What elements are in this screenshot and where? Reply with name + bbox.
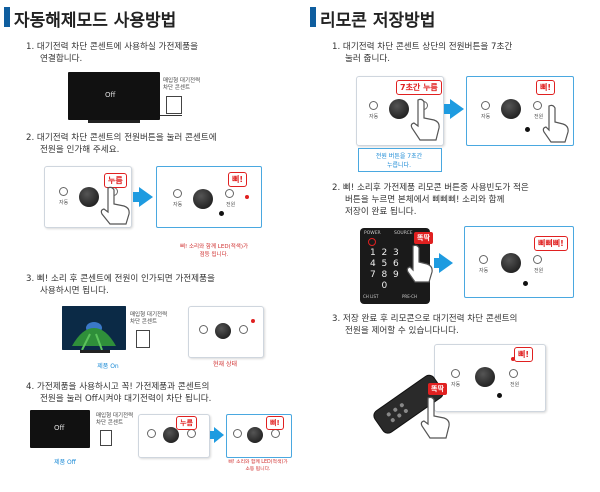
right-step2-arrow xyxy=(439,253,453,273)
right-step2-beep-bubble: 삐삐삐! xyxy=(534,236,568,251)
step2-beep-bubble: 삐! xyxy=(228,172,248,187)
right-step1-beep-bubble: 삐! xyxy=(536,80,556,95)
tv-step1 xyxy=(68,72,160,120)
step3-state-caption: 현재 상태 xyxy=(213,361,237,368)
step3-product-caption: 제품 On xyxy=(97,363,119,370)
right-step3-line2: 전원을 제어할 수 있습니다니다. xyxy=(345,326,459,336)
step4-press-bubble: 누름 xyxy=(176,416,197,430)
step4-outlet-label-2: 차단 콘센트 xyxy=(96,420,124,426)
step4-caption-1: 삐! 소리와 함께 LED(적색)가 xyxy=(228,460,288,465)
step4-outlet xyxy=(100,430,112,446)
right-step1-press-bubble: 7초간 누름 xyxy=(396,80,442,95)
step3-panel xyxy=(188,306,264,358)
right-step2-line3: 저장이 완료 됩니다. xyxy=(345,207,417,217)
step4-panel-a xyxy=(138,414,210,458)
right-step2-hand-icon xyxy=(406,244,433,283)
tv-step1-text: Off xyxy=(105,91,116,99)
right-step1-caption-box xyxy=(358,148,442,172)
left-step3-line2: 사용하시면 됩니다. xyxy=(40,286,109,296)
step1-outlet-label-1: 매입형 대기전력 xyxy=(163,78,201,84)
right-step2-line2: 버튼을 누르면 본체에서 삐삐삐! 소리와 함께 xyxy=(345,195,505,205)
step1-cord xyxy=(160,115,182,116)
tv-step3 xyxy=(62,306,126,350)
right-step3-beep-bubble: 삐! xyxy=(514,347,534,362)
step4-arrow-tail xyxy=(210,431,214,439)
left-step3-line1: 3. 삐! 소리 후 콘센트에 전원이 인가되면 가전제품을 xyxy=(26,274,215,284)
step4-product-caption: 제품 Off xyxy=(54,459,76,466)
step4-caption-2: 소등 됩니다. xyxy=(245,467,271,472)
step2-arrow-tail xyxy=(133,192,139,202)
tv-step4 xyxy=(30,410,90,448)
right-title: 리모콘 저장방법 xyxy=(320,11,436,31)
right-step2-click-bubble: 똑딱 xyxy=(414,232,433,244)
left-step2-line1: 2. 대기전력 차단 콘센트의 전원버튼을 눌러 콘센트에 xyxy=(26,133,217,143)
step2-arrow xyxy=(139,187,153,207)
step2-press-bubble: 누름 xyxy=(104,173,127,188)
step1-outlet-label-2: 차단 콘센트 xyxy=(163,85,191,91)
remote-power-icon xyxy=(368,238,376,246)
right-step2-line1: 2. 삐! 소리후 가전제품 리모콘 버튼중 사용빈도가 적은 xyxy=(332,183,529,193)
right-step1-line2: 눌러 줍니다. xyxy=(345,54,390,64)
tv-step4-text: Off xyxy=(54,424,65,432)
right-step3-hand-icon xyxy=(420,396,450,439)
plant-image-icon xyxy=(62,306,126,350)
right-step1-arrow xyxy=(450,99,464,119)
left-title-bar xyxy=(4,7,10,27)
right-step1-hand2-icon xyxy=(542,104,569,143)
left-step2-line2: 전원을 인가해 주세요. xyxy=(40,145,120,155)
step3-outlet-label-1: 매입형 대기전력 xyxy=(130,312,168,318)
step2-caption-1: 삐! 소리와 함께 LED(적색)가 xyxy=(179,244,249,250)
step3-outlet xyxy=(136,330,150,348)
step4-arrow xyxy=(214,427,224,443)
left-step4-line1: 4. 가전제품을 사용하시고 꼭! 가전제품과 콘센트의 xyxy=(26,382,210,392)
left-title: 자동해제모드 사용방법 xyxy=(14,11,177,31)
hand-press-icon xyxy=(100,186,130,225)
tv-step1-stand xyxy=(88,120,140,123)
right-step2-arrow-tail xyxy=(434,258,439,268)
right-step1-hand-icon xyxy=(410,98,440,141)
right-step1-caption-1: 전원 버튼을 7초간 xyxy=(375,153,423,160)
left-step4-line2: 전원을 눌러 Off시켜야 대기전력이 차단 됩니다. xyxy=(40,394,212,404)
right-step1-arrow-tail xyxy=(444,104,450,114)
right-step1-caption-2: 누릅니다. xyxy=(387,162,411,169)
tv-step3-stand xyxy=(80,350,110,353)
step1-outlet xyxy=(166,96,182,114)
step4-outlet-label-1: 매입형 대기전력 xyxy=(96,413,134,419)
right-step3-line1: 3. 저장 완료 후 리모콘으로 대기전력 차단 콘센트의 xyxy=(332,314,518,324)
step2-caption-2: 점등 됩니다. xyxy=(199,252,229,258)
left-step1-line1: 1. 대기전력 차단 콘센트에 사용하실 가전제품을 xyxy=(26,42,199,52)
step2-panel-b: 자동 전원 xyxy=(156,166,262,228)
right-title-bar xyxy=(310,7,316,27)
right-step1-line1: 1. 대기전력 차단 콘센트 상단의 전원버튼을 7초간 xyxy=(332,42,513,52)
step3-outlet-label-2: 차단 콘센트 xyxy=(130,319,158,325)
right-step3-click-bubble: 똑딱 xyxy=(428,383,447,395)
step4-beep-bubble: 삐! xyxy=(266,416,284,430)
left-step1-line2: 연결합니다. xyxy=(40,54,83,64)
